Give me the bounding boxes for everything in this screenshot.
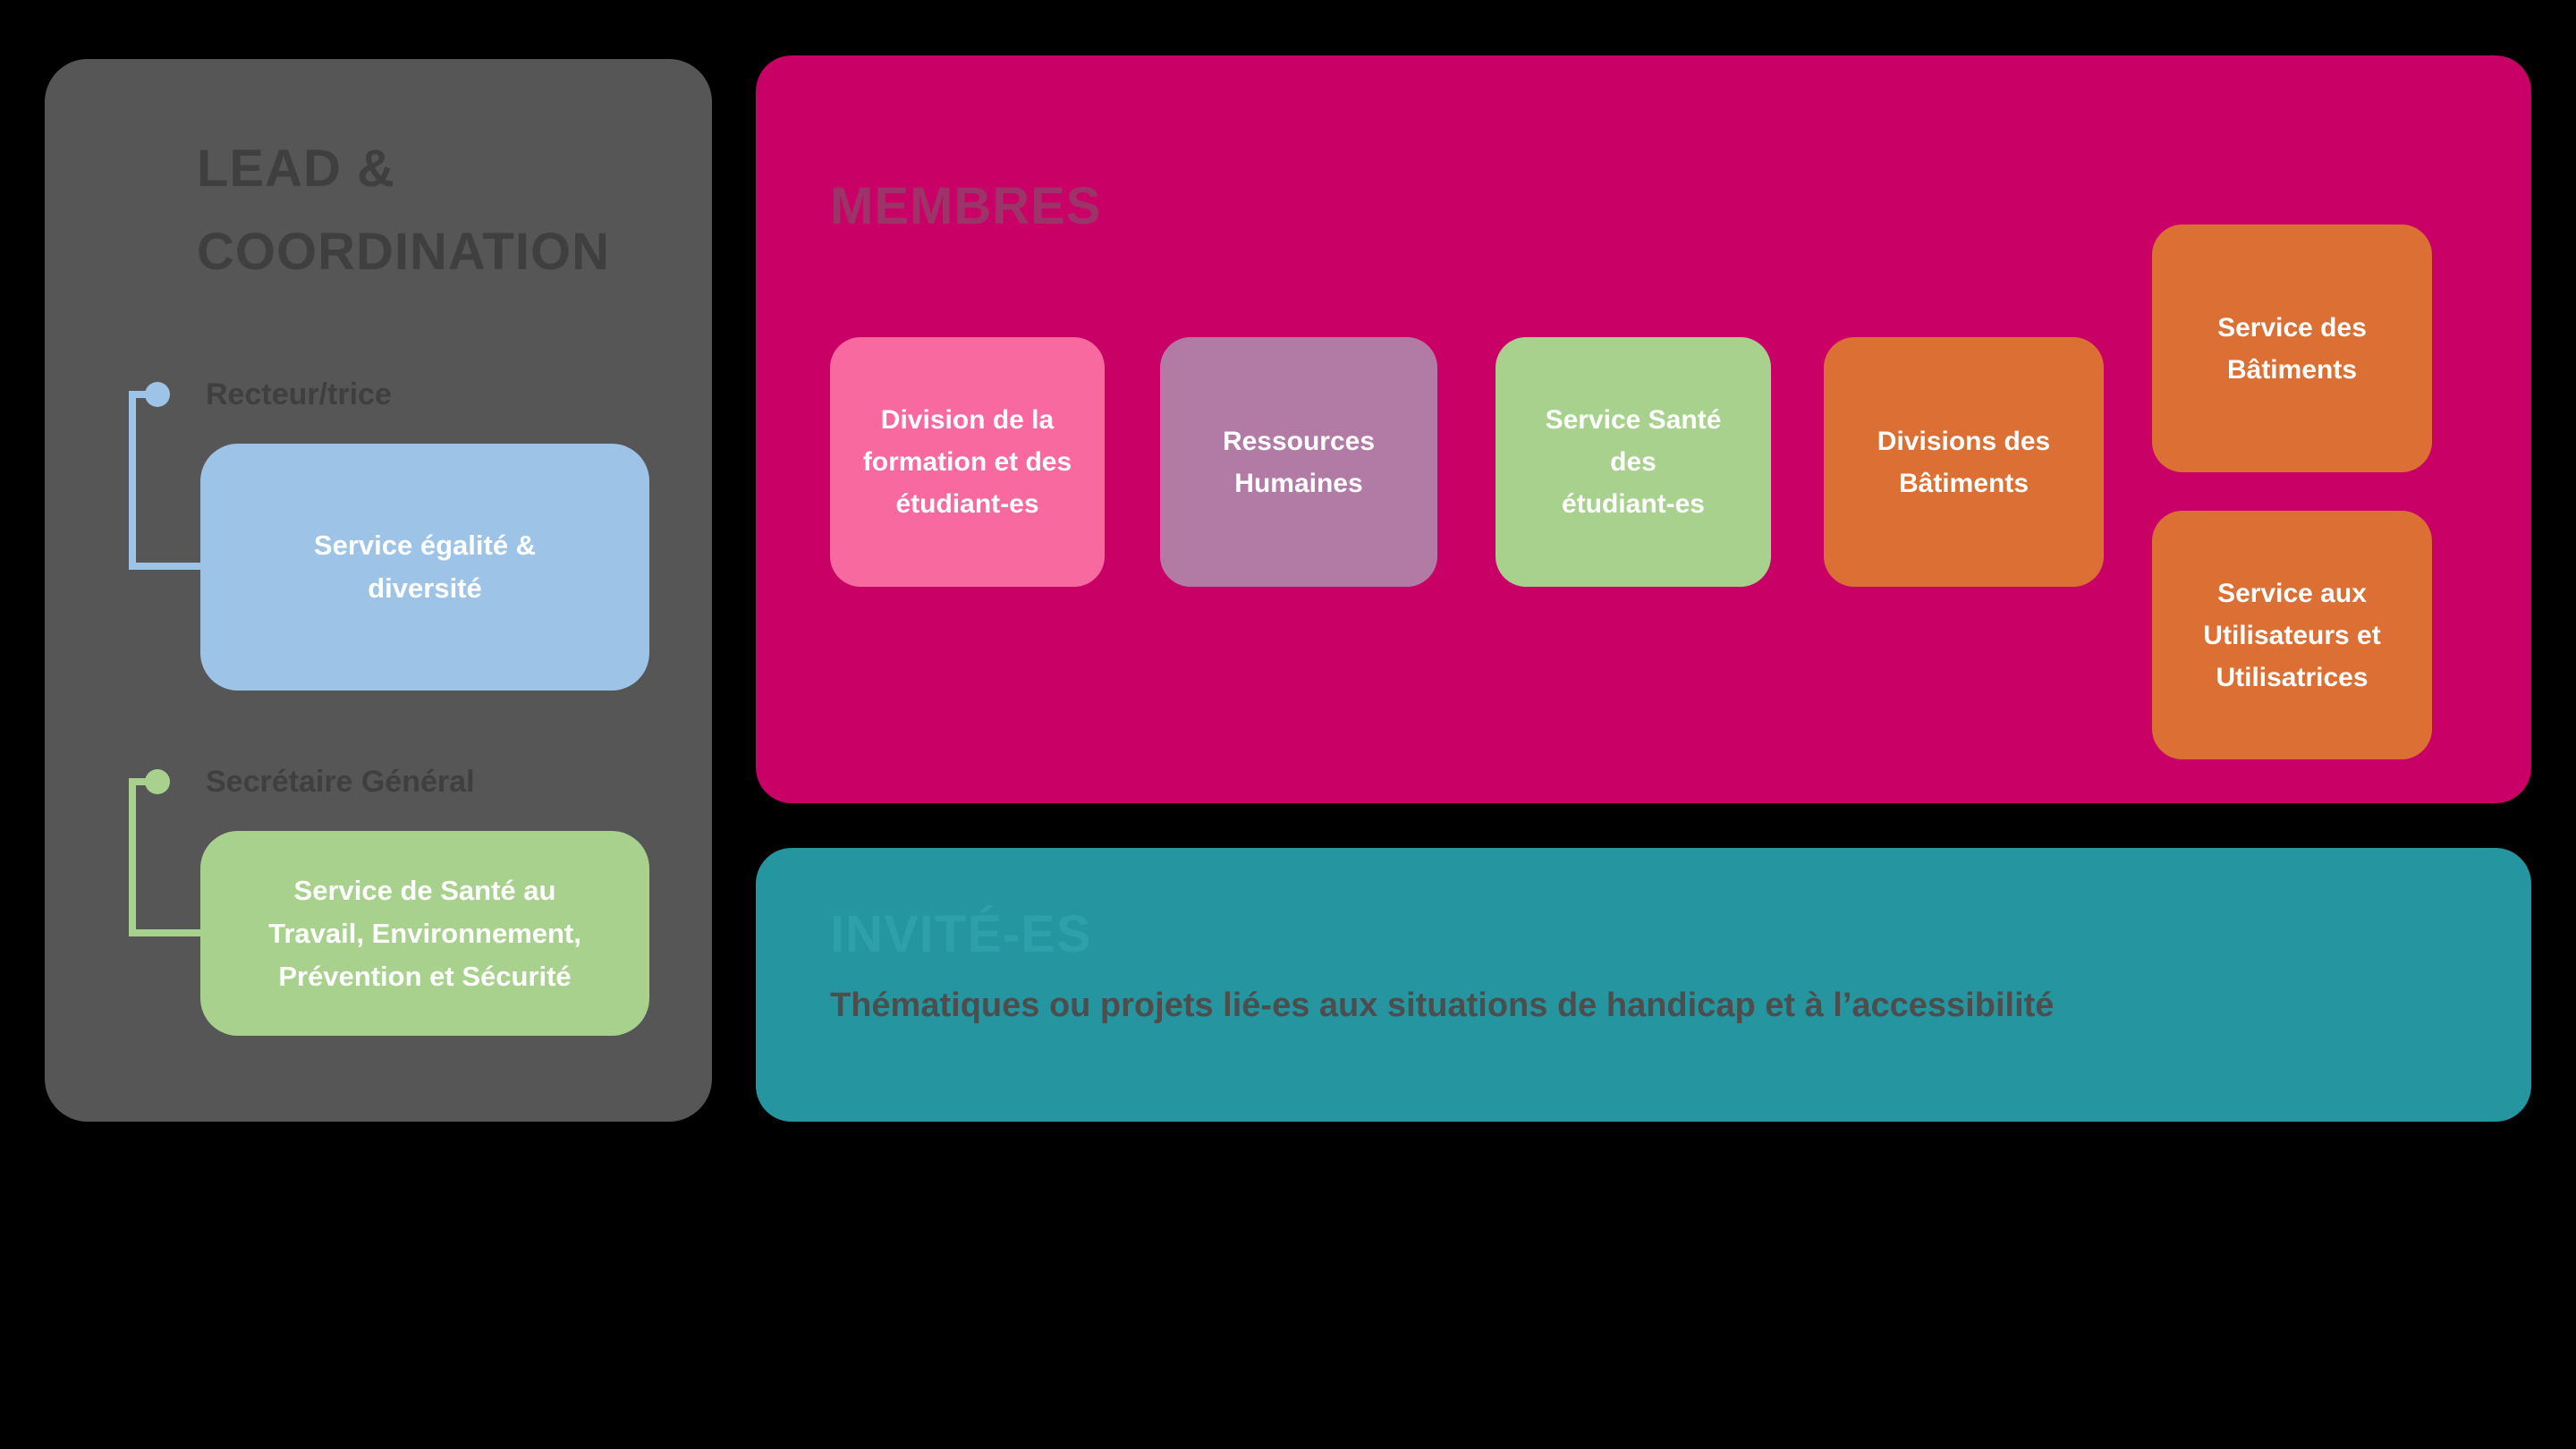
member-box-service-batiments: Service des Bâtiments [2152, 225, 2432, 472]
lead-coordination-panel: LEAD & COORDINATION Recteur/trice Servic… [45, 59, 712, 1122]
org-connectors [129, 382, 200, 936]
service-sante-travail-box: Service de Santé au Travail, Environneme… [200, 831, 649, 1036]
lead-panel-title: LEAD & COORDINATION [197, 140, 611, 281]
invitees-panel: INVITÉ-ES Thématiques ou projets lié-es … [756, 848, 2531, 1122]
recteur-label: Recteur/trice [206, 377, 392, 411]
member-box-service-utilisateurs: Service aux Utilisateurs et Utilisatrice… [2152, 511, 2432, 759]
membres-title: MEMBRES [830, 177, 1102, 235]
secretaire-connector-dot [145, 769, 170, 794]
invitees-subtitle: Thématiques ou projets lié-es aux situat… [830, 987, 2055, 1024]
service-egalite-diversite-box: Service égalité & diversité [200, 444, 649, 691]
membres-panel: MEMBRES Division de la formation et des … [756, 55, 2531, 803]
recteur-connector-dot [145, 382, 170, 407]
member-box-service-sante-etudiants: Service Santé des étudiant-es [1496, 337, 1771, 587]
member-box-divisions-batiments: Divisions des Bâtiments [1824, 337, 2104, 587]
invitees-title: INVITÉ-ES [830, 905, 1092, 963]
secretaire-connector-line [129, 778, 200, 936]
member-box-ressources-humaines: Ressources Humaines [1160, 337, 1437, 587]
recteur-connector-line [129, 391, 200, 570]
member-box-division-formation: Division de la formation et des étudiant… [830, 337, 1105, 587]
secretaire-general-label: Secrétaire Général [206, 765, 475, 799]
